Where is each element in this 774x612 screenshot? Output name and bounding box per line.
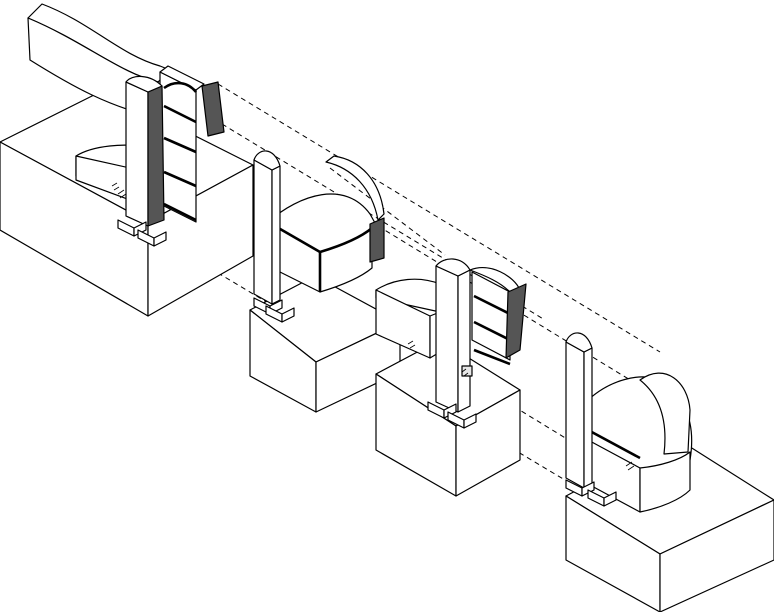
unit-3-dark-panel: [505, 283, 527, 359]
unit-3-feet: [427, 401, 477, 429]
unit-3-column: [435, 258, 473, 413]
unit-3: [375, 258, 527, 497]
unit-2-base-box: [249, 275, 401, 413]
unit-1-column: [117, 75, 165, 227]
unit-2-back-panel: [325, 155, 385, 221]
unit-2: [249, 150, 401, 413]
unit-4-desk: [587, 372, 693, 513]
unit-1-feet: [117, 219, 167, 247]
unit-4: [565, 332, 774, 612]
unit-2-column: [253, 150, 281, 305]
unit-1-dark-panel: [201, 81, 225, 137]
unit-3-shelf-frame: [469, 267, 521, 366]
unit-4-feet: [565, 479, 617, 507]
unit-4-column: [565, 332, 593, 489]
unit-2-dark-panel: [369, 217, 385, 263]
unit-2-desk: [267, 193, 381, 293]
unit-1: [0, 3, 254, 317]
unit-2-feet: [253, 297, 295, 323]
